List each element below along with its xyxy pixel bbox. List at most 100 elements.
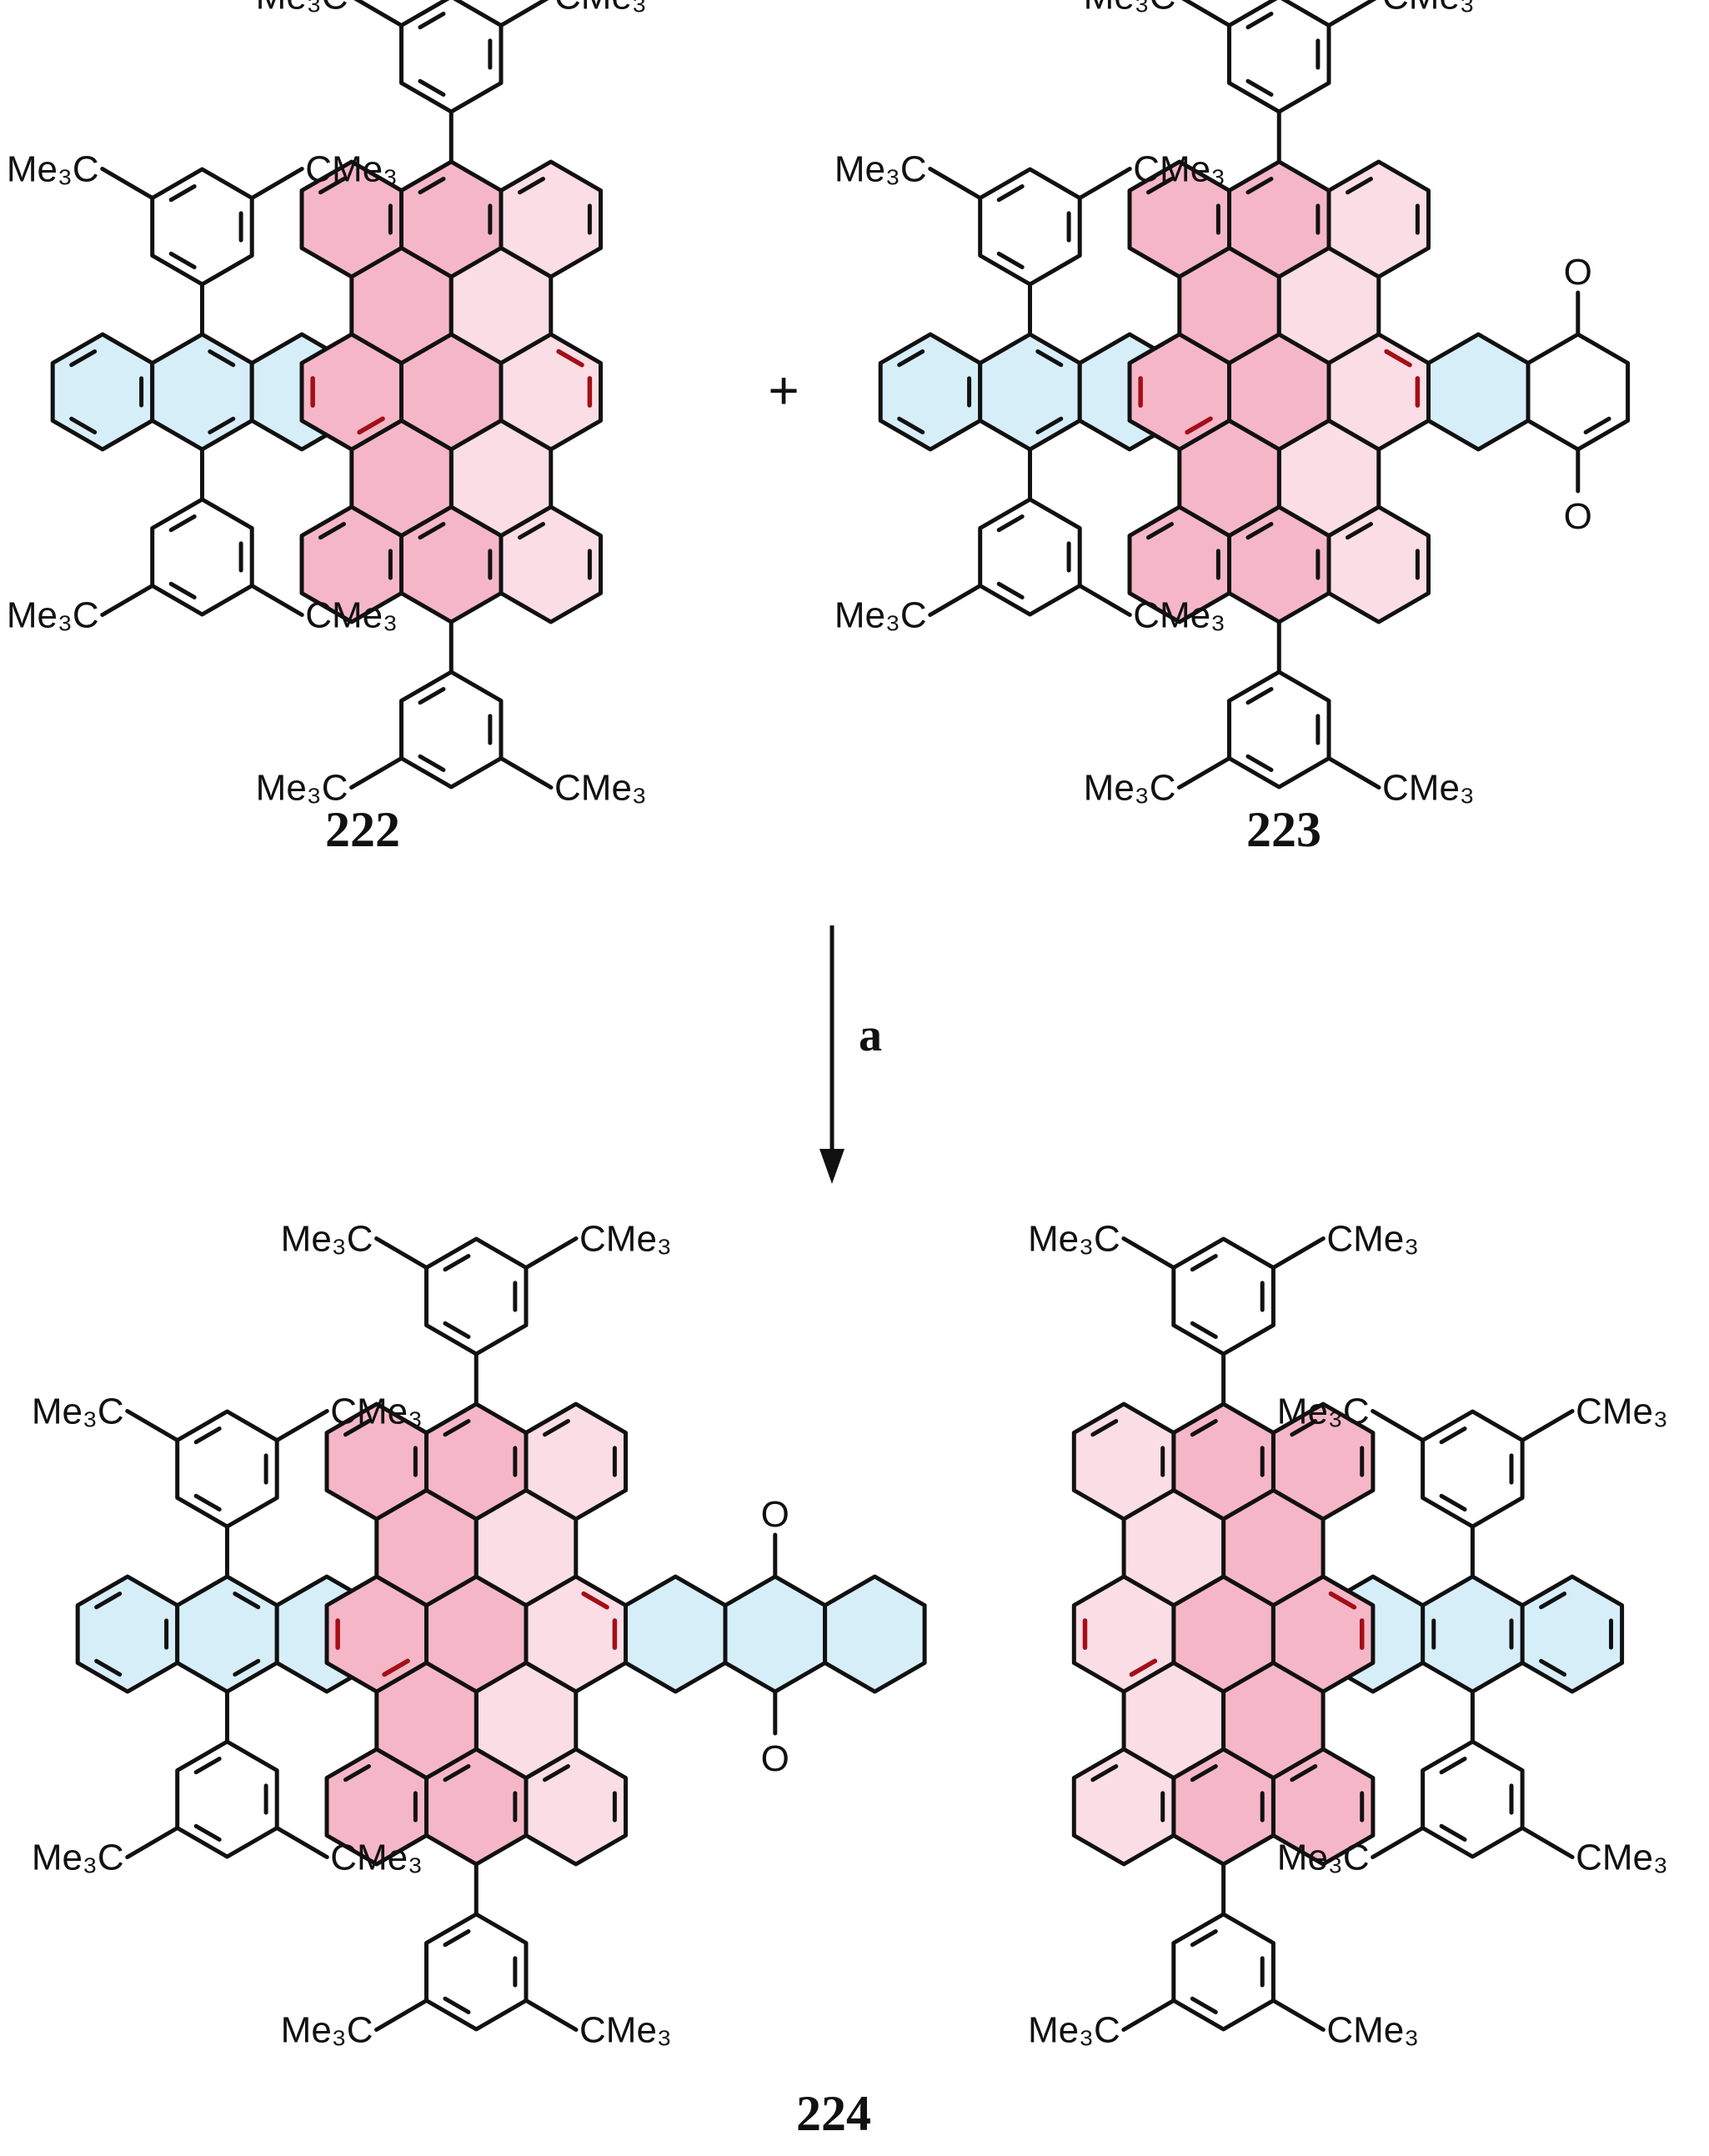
double-bond — [94, 1658, 123, 1677]
double-bond — [193, 1493, 222, 1512]
double-bond — [193, 1757, 222, 1775]
double-bond — [418, 177, 446, 195]
double-bond — [343, 1419, 371, 1437]
double-bond — [1439, 1493, 1467, 1512]
aryl-ring — [978, 167, 1082, 287]
aryl-ring — [150, 167, 254, 287]
highlighted-bond — [581, 1591, 609, 1610]
benzo-ring — [1520, 1574, 1625, 1694]
double-bond — [443, 1929, 471, 1948]
benzo-ring — [75, 1574, 180, 1694]
tbu-label-right: CMe₃ — [1576, 1838, 1668, 1878]
aryl-ring — [1421, 1409, 1525, 1529]
tbu-label-left: Me₃C — [281, 2010, 373, 2051]
double-bond — [233, 1658, 261, 1677]
oxygen-atom: O — [761, 1494, 789, 1535]
aryl-ring — [175, 1409, 279, 1529]
double-bond — [443, 1419, 471, 1437]
tbu-label-left: Me₃C — [1084, 768, 1176, 809]
benzo-ring — [1421, 1574, 1525, 1694]
tbu-bond — [349, 756, 404, 790]
highlighted-bond — [382, 1658, 410, 1677]
double-bond — [343, 1764, 371, 1782]
tbu-label-right: CMe₃ — [1133, 149, 1225, 190]
double-bond — [168, 581, 197, 599]
fused-ring — [823, 1574, 927, 1694]
quinone-ring — [723, 1574, 828, 1694]
double-bond — [193, 1823, 222, 1842]
tbu-bond — [1181, 0, 1232, 28]
benzo-ring — [175, 1574, 279, 1694]
tbu-label-left: Me₃C — [32, 1391, 124, 1432]
double-bond — [1245, 687, 1274, 705]
double-bond — [1539, 1658, 1567, 1677]
compound-224-label: 224 — [796, 2086, 871, 2141]
highlighted-bond — [1328, 1591, 1357, 1610]
double-bond — [94, 1592, 123, 1610]
double-bond — [443, 1996, 471, 2014]
tbu-bond — [928, 167, 983, 200]
aryl-ring — [150, 497, 254, 617]
quinone-ring — [1526, 332, 1631, 452]
double-bond — [1290, 1764, 1318, 1782]
double-bond — [1190, 1929, 1218, 1948]
tbu-label-right: CMe₃ — [554, 0, 647, 18]
tbu-bond — [125, 1409, 180, 1442]
double-bond — [1345, 177, 1373, 195]
oxygen-atom: O — [761, 1738, 789, 1779]
tbu-bond — [100, 167, 155, 200]
tbu-label-left: Me₃C — [32, 1838, 124, 1878]
tbu-label-right: CMe₃ — [1326, 2010, 1419, 2051]
tbu-bond — [1520, 1409, 1575, 1442]
fused-ring — [1426, 332, 1531, 452]
oxygen-atom: O — [1564, 496, 1592, 537]
tbu-bond — [1121, 1998, 1176, 2032]
tbu-label-right: CMe₃ — [1326, 1219, 1419, 1260]
tbu-bond — [125, 1826, 180, 1859]
tbu-label-right: CMe₃ — [1382, 768, 1475, 809]
tbu-label-left: Me₃C — [256, 0, 348, 18]
double-bond — [69, 416, 98, 434]
compound-223-label: 223 — [1246, 802, 1321, 857]
tbu-bond — [499, 0, 549, 28]
double-bond — [233, 1592, 261, 1610]
tbu-bond — [249, 584, 304, 617]
double-bond — [168, 514, 197, 533]
aryl-ring — [1421, 1739, 1525, 1859]
double-bond — [418, 687, 446, 705]
double-bond — [418, 754, 446, 772]
benzo-ring — [150, 332, 254, 452]
tbu-bond — [1326, 0, 1377, 28]
aryl-ring — [175, 1739, 279, 1859]
double-bond — [318, 522, 346, 540]
aryl-ring — [1171, 1912, 1275, 2032]
tbu-bond — [499, 756, 554, 790]
double-bond — [897, 416, 925, 434]
double-bond — [996, 581, 1025, 599]
double-bond — [1245, 522, 1274, 540]
double-bond — [1245, 754, 1274, 772]
tbu-label-right: CMe₃ — [1576, 1391, 1668, 1432]
tbu-label-right: CMe₃ — [330, 1391, 423, 1432]
double-bond — [418, 12, 446, 30]
compound-222-label: 222 — [325, 802, 400, 857]
tbu-bond — [1121, 1236, 1176, 1270]
double-bond — [1583, 416, 1611, 434]
tbu-label-right: CMe₃ — [305, 595, 398, 636]
double-bond — [318, 177, 346, 195]
tbu-bond — [1077, 167, 1132, 200]
double-bond — [1090, 1764, 1119, 1782]
double-bond — [418, 78, 446, 97]
double-bond — [418, 522, 446, 540]
tbu-label-left: Me₃C — [256, 768, 348, 809]
tbu-label-right: CMe₃ — [305, 149, 398, 190]
tbu-bond — [1326, 756, 1381, 790]
benzo-ring — [978, 332, 1082, 452]
double-bond — [996, 184, 1025, 203]
double-bond — [1439, 1757, 1467, 1775]
tbu-label-right: CMe₃ — [554, 768, 647, 809]
